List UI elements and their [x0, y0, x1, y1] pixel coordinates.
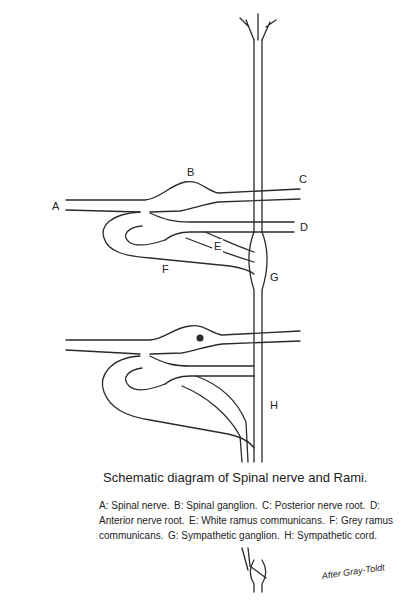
key-block: A: Spinal nerve. B: Spinal ganglion. C: Po…: [96, 497, 406, 544]
callout-letter: F: [160, 262, 171, 276]
figure-caption: Schematic diagram of Spinal nerve and Ra…: [100, 470, 370, 486]
key-entry: E: White ramus communicans.: [189, 515, 325, 526]
callout-letter: H: [268, 398, 280, 412]
callout-letter: B: [185, 165, 196, 179]
key-entry: G: Sympathetic ganglion.: [168, 530, 280, 541]
key-entry: A: Spinal nerve.: [99, 500, 170, 511]
callout-letter: G: [268, 270, 281, 284]
callout-letter: A: [50, 199, 61, 213]
callout-letter: C: [297, 172, 309, 186]
callout-letter: D: [298, 220, 310, 234]
key-entry: H: Sympathetic cord.: [284, 530, 377, 541]
key-entry: C: Posterior nerve root.: [262, 500, 365, 511]
callout-letter: E: [212, 239, 223, 253]
key-entry: B: Spinal ganglion.: [174, 500, 257, 511]
source-note: After Gray-Toldt: [321, 563, 385, 582]
